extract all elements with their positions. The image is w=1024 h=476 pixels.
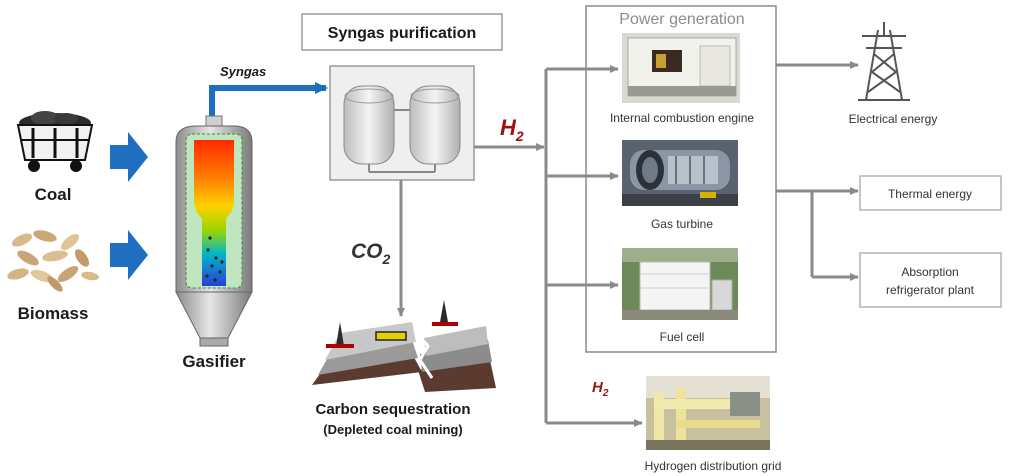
power-tower-icon	[858, 22, 910, 101]
fuel-cell-label: Fuel cell	[660, 330, 705, 344]
syngas-pipe-arrow	[209, 82, 328, 116]
thermal-energy-label: Thermal energy	[888, 187, 972, 201]
syngas-label: Syngas	[220, 64, 266, 79]
h2-main-label: H2	[500, 115, 524, 144]
gasifier-vessel	[175, 115, 253, 347]
coal-feed-arrow	[110, 132, 148, 182]
syngas-purification-box	[301, 13, 503, 51]
biomass-feed-arrow	[110, 230, 148, 280]
hydrogen-grid-label: Hydrogen distribution grid	[645, 459, 782, 473]
purification-tanks	[329, 65, 475, 181]
thermal-energy-box	[859, 175, 1002, 211]
sequestration-subtitle: (Depleted coal mining)	[323, 422, 462, 437]
gas-turbine-photo	[622, 140, 738, 206]
combustion-engine-photo	[622, 33, 740, 103]
hydrogen-grid-photo	[646, 376, 770, 450]
sequestration-strata-icon	[312, 300, 496, 392]
power-generation-title: Power generation	[619, 11, 744, 28]
gasifier-label: Gasifier	[182, 352, 246, 371]
sequestration-title: Carbon sequestration	[315, 401, 470, 418]
gas-turbine-label: Gas turbine	[651, 217, 713, 231]
fuel-cell-photo	[622, 248, 738, 320]
electrical-energy-label: Electrical energy	[849, 112, 938, 126]
power-generation-box	[585, 5, 777, 353]
syngas-purification-label: Syngas purification	[328, 25, 476, 42]
coal-label: Coal	[35, 185, 72, 204]
co2-label: CO2	[351, 240, 391, 267]
combustion-engine-label: Internal combustion engine	[610, 111, 754, 125]
absorption-refrigerator-box	[859, 252, 1002, 308]
absorption-line2: refrigerator plant	[886, 283, 975, 297]
absorption-line1: Absorption	[901, 265, 958, 279]
h2-grid-label: H2	[592, 379, 609, 399]
biomass-pellets-icon	[7, 230, 99, 292]
coal-cart-icon	[16, 111, 94, 172]
biomass-label: Biomass	[18, 304, 89, 323]
